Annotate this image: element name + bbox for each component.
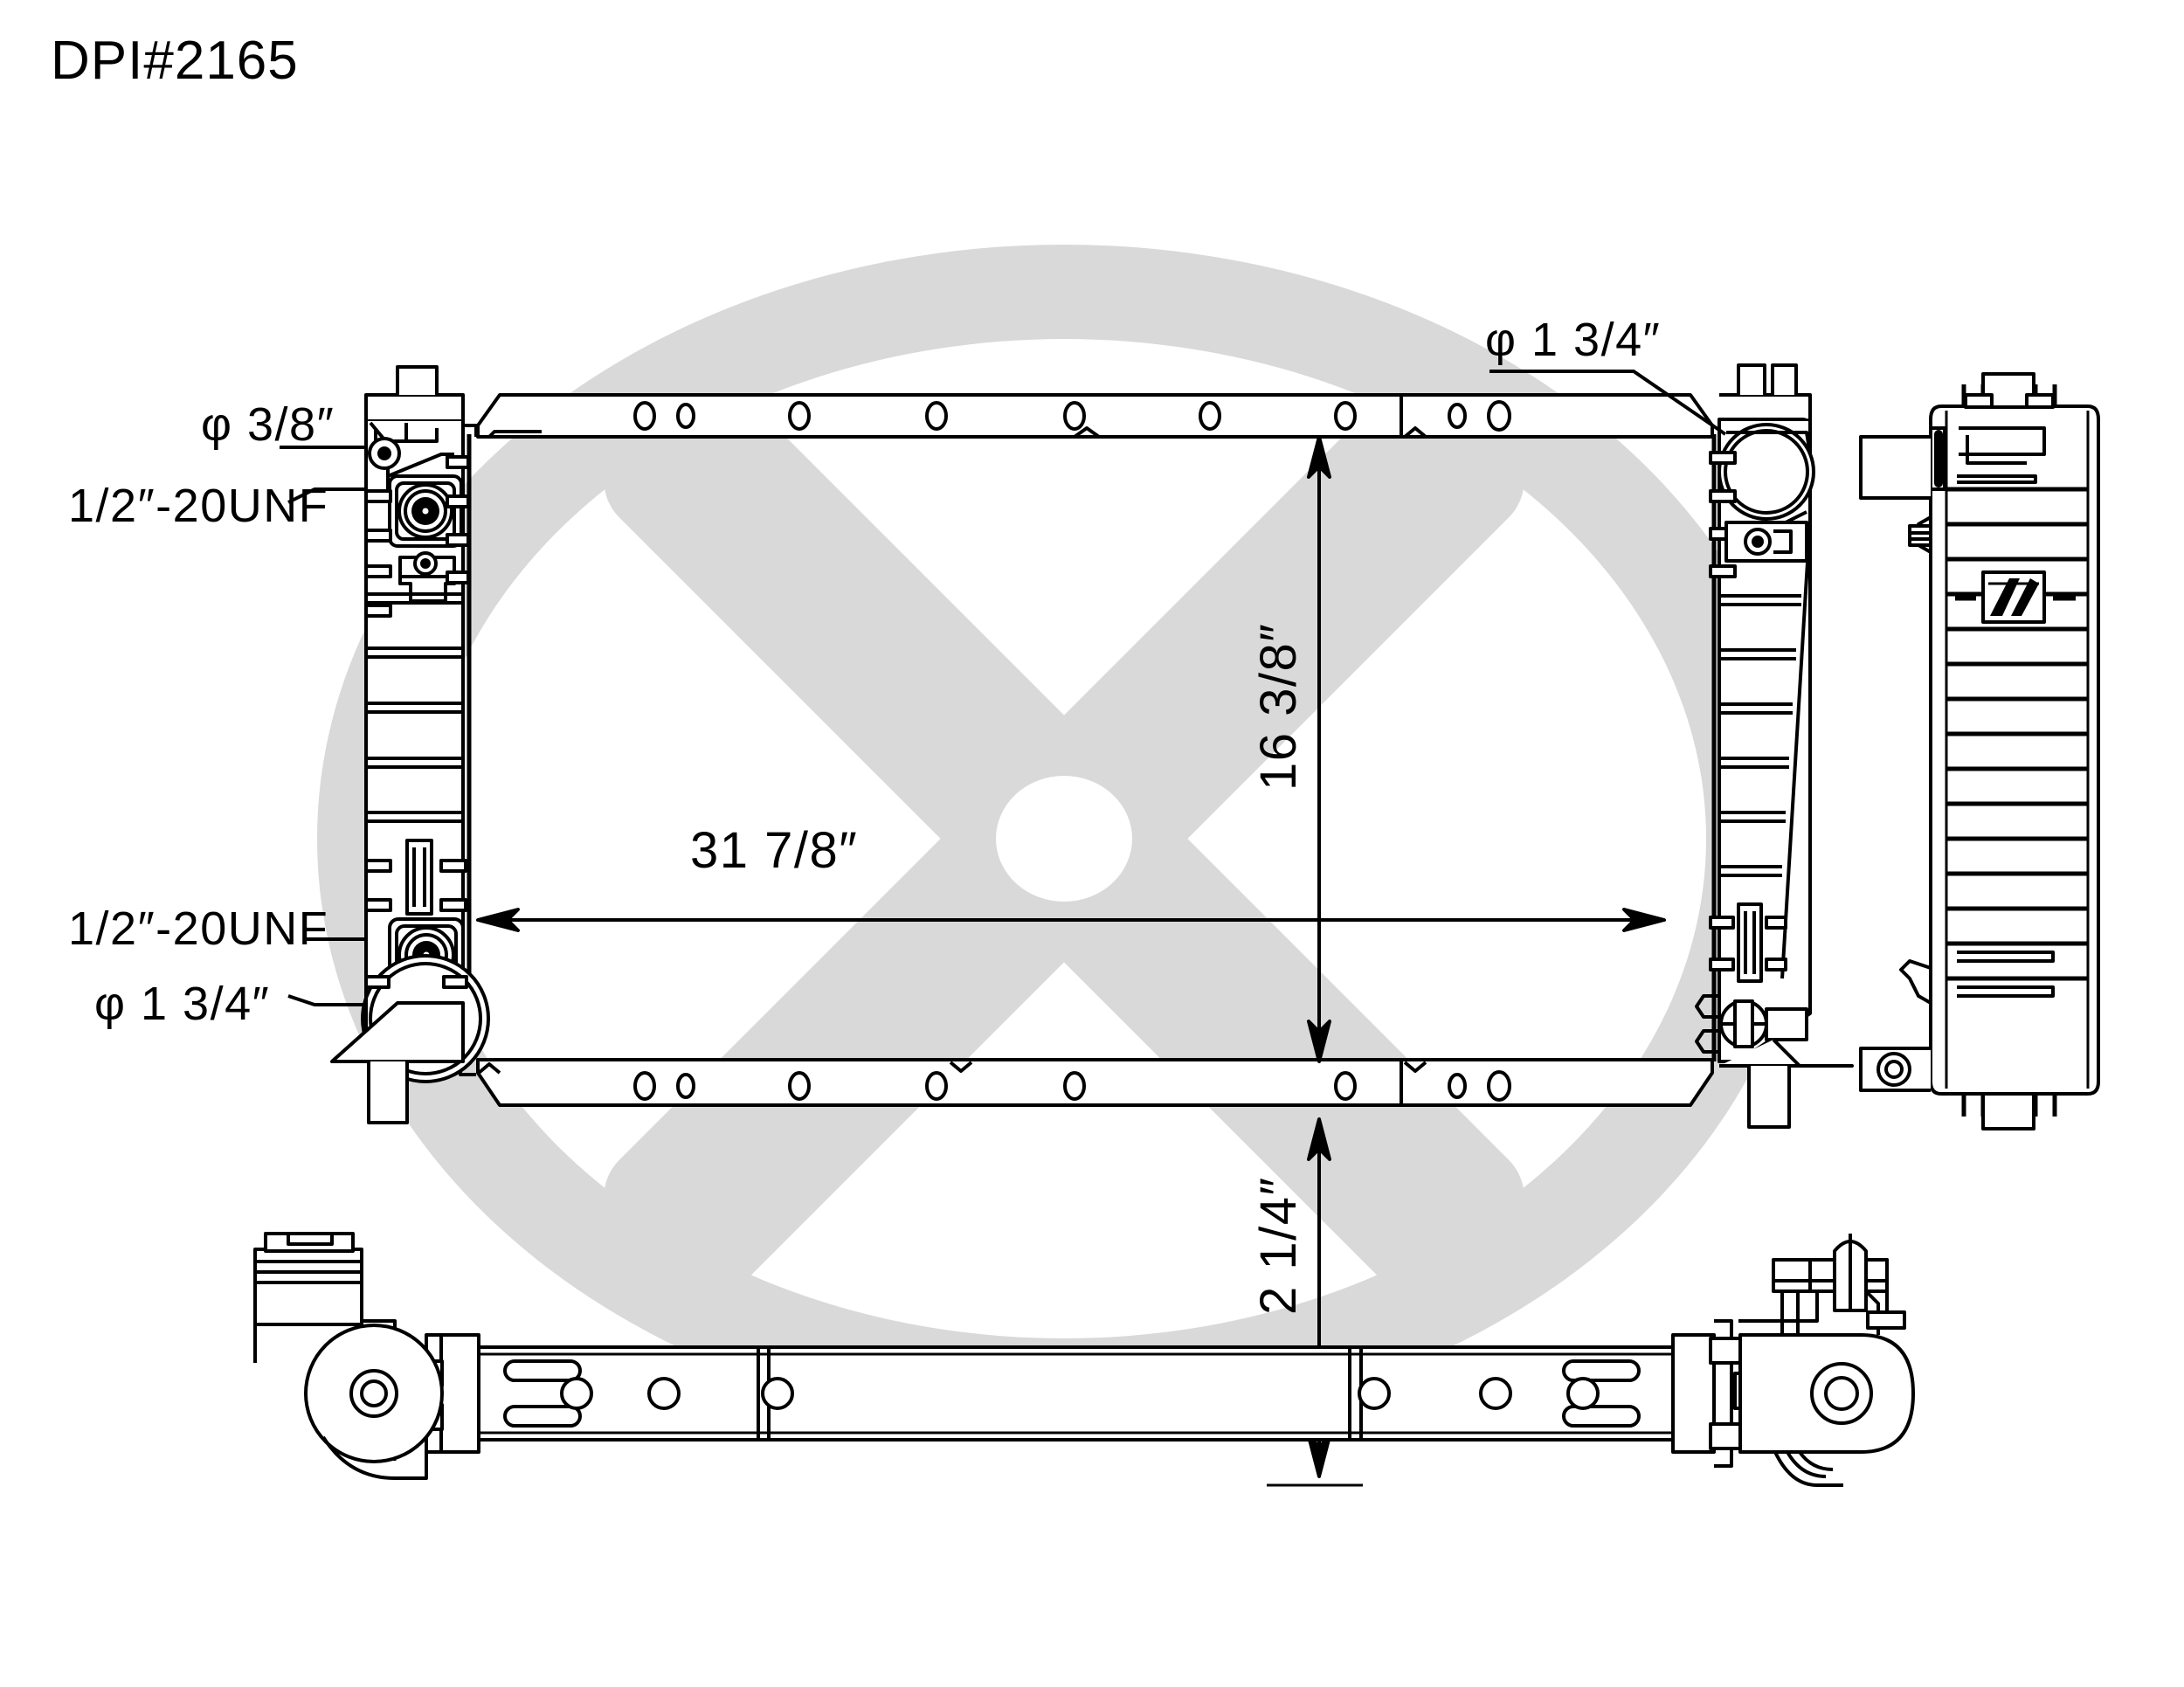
bottom-mounting-bar — [476, 1058, 1714, 1107]
right-tank — [1695, 363, 1854, 1129]
bottom-view-left-tank — [253, 1232, 480, 1480]
callout-top-left-thread: 1/2″-20UNF — [68, 480, 329, 532]
bottom-view-right-tank — [1671, 1234, 1915, 1487]
dimension-core-height: 16 3/8″ — [1250, 622, 1307, 791]
side-view-badge — [1981, 570, 2046, 624]
callout-bottom-left-thread: 1/2″-20UNF — [68, 902, 329, 955]
left-tank — [330, 365, 490, 1124]
front-view — [280, 363, 1854, 1487]
dimension-lines — [476, 435, 1666, 1487]
page-title: DPI#2165 — [51, 31, 299, 91]
top-mounting-bar — [476, 393, 1714, 439]
dimension-core-width: 31 7/8″ — [690, 822, 859, 879]
callout-top-left-inlet: φ 3/8″ — [201, 398, 335, 451]
callout-top-right-inlet: φ 1 3/4″ — [1485, 314, 1662, 366]
dimension-core-thickness: 2 1/4″ — [1250, 1176, 1307, 1315]
callout-leaders — [280, 370, 1727, 1006]
bottom-view — [253, 1232, 1915, 1487]
callout-bottom-left-outlet: φ 1 3/4″ — [94, 978, 271, 1030]
side-view — [1859, 372, 2100, 1130]
